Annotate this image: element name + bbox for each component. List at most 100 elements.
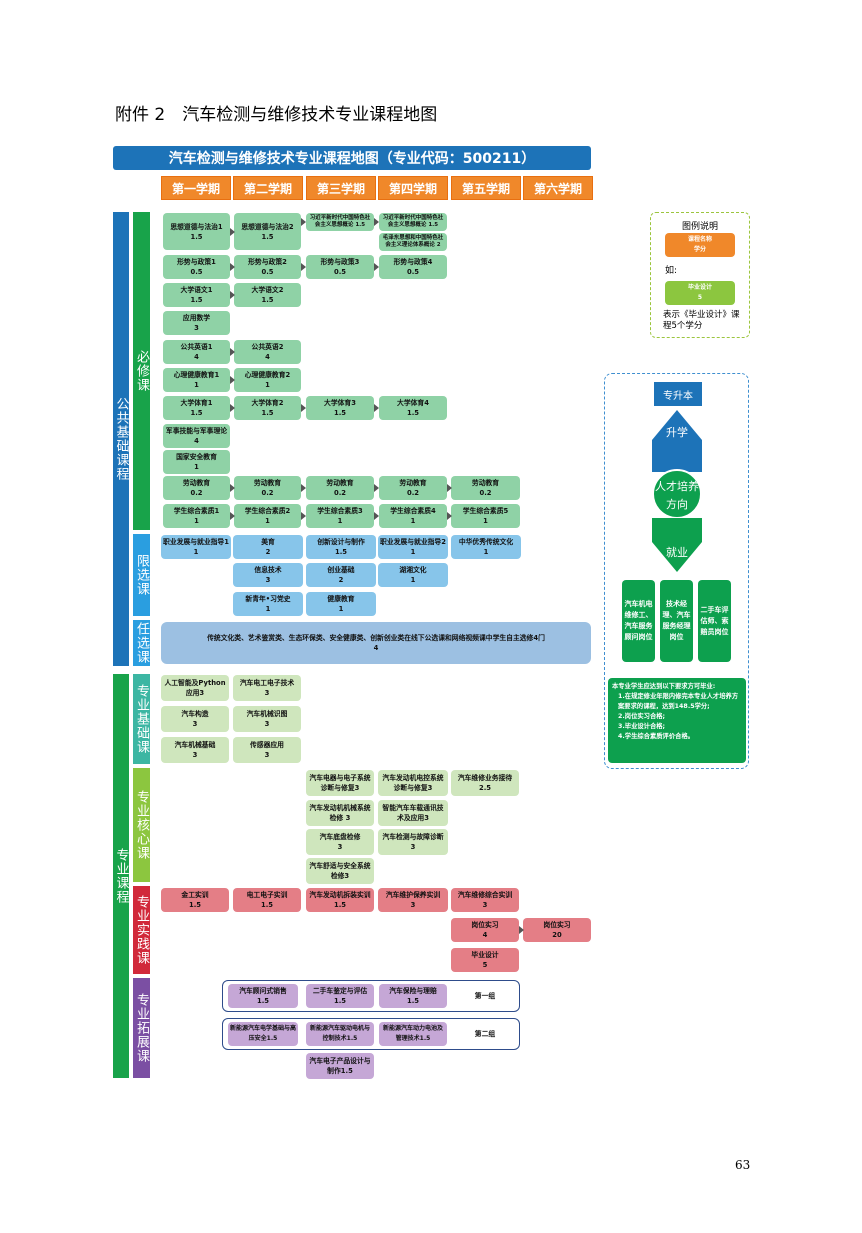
req-item: 2.岗位实习合格; [618, 713, 666, 720]
course-card: 新能源汽车驱动电机与控制技术1.5 [306, 1022, 374, 1046]
flow-arrow-icon [374, 218, 379, 226]
zsb-box: 专升本 [654, 382, 702, 406]
course-card: 汽车发动机电控系统诊断与修复3 [378, 770, 448, 796]
sx-label: 升学 [666, 426, 688, 439]
required-label: 必修课 [133, 212, 150, 530]
semester-5: 第五学期 [451, 176, 521, 200]
legend-ru: 如: [665, 266, 678, 276]
req-title: 本专业学生应达到以下要求方可毕业: [612, 683, 716, 690]
req-item: 3.毕业设计合格; [618, 723, 666, 730]
group-box-1 [222, 980, 520, 1012]
optional-label: 任选课 [133, 620, 150, 666]
flow-arrow-icon [447, 512, 452, 520]
major-core-label: 专业核心课 [133, 768, 150, 882]
graduation-req-box: 本专业学生应达到以下要求方可毕业: 1.在规定修业年限内修完本专业人才培养方案要… [608, 678, 746, 763]
course-card: 汽车电子产品设计与制作1.5 [306, 1053, 374, 1079]
flow-arrow-icon [374, 484, 379, 492]
job-card-3: 二手车评估师、索赔员岗位 [698, 580, 731, 662]
flow-arrow-icon [230, 291, 235, 299]
flow-arrow-icon [447, 484, 452, 492]
direction-arrows-icon [652, 410, 702, 572]
semester-6: 第六学期 [523, 176, 593, 200]
legend-sample: 课程名称学分 [665, 233, 735, 257]
flow-arrow-icon [301, 484, 306, 492]
flow-arrow-icon [301, 263, 306, 271]
course-card: 传统文化类、艺术鉴赏类、生态环保类、安全健康类、创新创业类在线下公选课和网络视频… [161, 622, 591, 664]
flow-arrow-icon [230, 512, 235, 520]
map-banner: 汽车检测与维修技术专业课程地图（专业代码：500211） [113, 146, 591, 170]
flow-arrow-icon [519, 926, 524, 934]
flow-arrow-icon [374, 263, 379, 271]
page-number: 63 [735, 1158, 751, 1172]
flow-arrow-icon [230, 348, 235, 356]
page-heading: 附件 2 汽车检测与维修技术专业课程地图 [115, 105, 438, 125]
group-label-2: 第二组 [474, 1030, 496, 1038]
flow-arrow-icon [374, 404, 379, 412]
semester-1: 第一学期 [161, 176, 231, 200]
course-card: 汽车舒适与安全系统检修3 [306, 858, 374, 884]
flow-arrow-icon [301, 404, 306, 412]
course-card: 汽车电器与电子系统诊断与修复3 [306, 770, 374, 796]
semester-3: 第三学期 [306, 176, 376, 200]
semester-4: 第四学期 [378, 176, 448, 200]
group-box-2 [222, 1018, 520, 1050]
flow-arrow-icon [374, 512, 379, 520]
group-label-1: 第一组 [474, 992, 496, 1000]
req-item: 4.学生综合素质评价合格。 [618, 733, 695, 740]
public-label: 公共基础课程 [113, 212, 129, 666]
flow-arrow-icon [301, 218, 306, 226]
course-card: 新能源汽车电学基础与高压安全1.5 [228, 1022, 298, 1046]
flow-arrow-icon [301, 512, 306, 520]
job-card-1: 汽车机电维修工、汽车服务顾问岗位 [622, 580, 655, 662]
major-ext-label: 专业拓展课 [133, 978, 150, 1078]
major-label: 专业课程 [113, 674, 129, 1078]
legend-desc: 表示《毕业设计》课程5个学分 [663, 310, 740, 331]
major-basic-label: 专业基础课 [133, 674, 150, 764]
course-card: 毛泽东思想和中国特色社会主义理论体系概论 2 [379, 233, 447, 251]
